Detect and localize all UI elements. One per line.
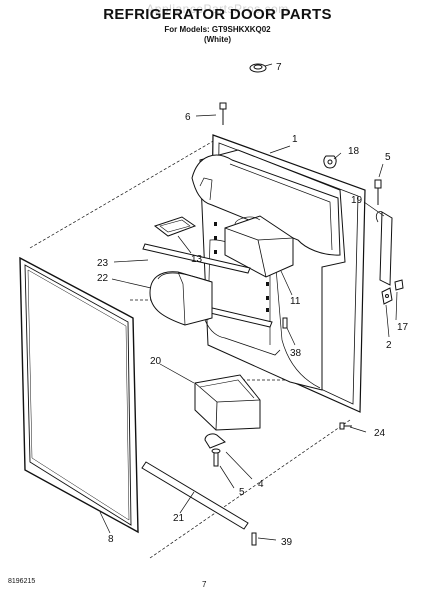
bottom-trim-strip (141, 461, 249, 530)
callout-20: 20 (150, 356, 162, 367)
callout-2: 2 (386, 340, 392, 351)
callout-5: 5 (385, 152, 391, 163)
callout-22: 22 (97, 273, 109, 284)
bin-cover (153, 216, 197, 237)
hinge-pin (381, 287, 393, 305)
door-stop (394, 279, 404, 291)
door-gasket (19, 256, 139, 534)
handle-screw (374, 179, 382, 205)
callout-19: 19 (351, 195, 363, 206)
callout-38: 38 (290, 348, 302, 359)
callout-13: 13 (191, 254, 203, 265)
dairy-compartment (224, 215, 294, 278)
model-number: For Models: GT9SHKXKQ02 (164, 25, 271, 34)
top-hinge-screw (219, 102, 227, 125)
callout-4: 4 (258, 479, 264, 490)
bushing (323, 155, 337, 169)
shelf-retainer-screw (282, 317, 288, 329)
callout-11: 11 (290, 296, 301, 307)
document-number: 8196215 (8, 578, 36, 585)
trim-clip (251, 532, 257, 546)
callout-39: 39 (281, 537, 293, 548)
callout-17: 17 (397, 322, 409, 333)
plug-button (249, 63, 267, 73)
callout-8: 8 (108, 534, 114, 545)
page-number: 7 (202, 580, 207, 589)
callout-labels: 7 6 1 18 5 19 23 13 22 11 17 2 38 20 24 … (97, 62, 409, 548)
door-rivets (214, 222, 269, 312)
page-title: REFRIGERATOR DOOR PARTS (103, 6, 332, 23)
butter-bin (149, 271, 213, 326)
callout-18: 18 (348, 146, 360, 157)
leader-lines (99, 63, 398, 541)
door-handle (375, 211, 393, 286)
callout-24: 24 (374, 428, 386, 439)
door-bottom-screw (339, 422, 352, 430)
door-shelf-bin (194, 374, 261, 431)
callout-23: 23 (97, 258, 109, 269)
color-variant: (White) (203, 35, 232, 44)
callout-1: 1 (292, 134, 298, 145)
callout-6: 6 (185, 112, 191, 123)
callout-21: 21 (173, 513, 185, 524)
callout-7: 7 (276, 62, 282, 73)
bottom-hinge (204, 433, 226, 467)
callout-5-lower: 5 (239, 487, 245, 498)
watermark: AppliancePartsPros.com (146, 2, 289, 16)
